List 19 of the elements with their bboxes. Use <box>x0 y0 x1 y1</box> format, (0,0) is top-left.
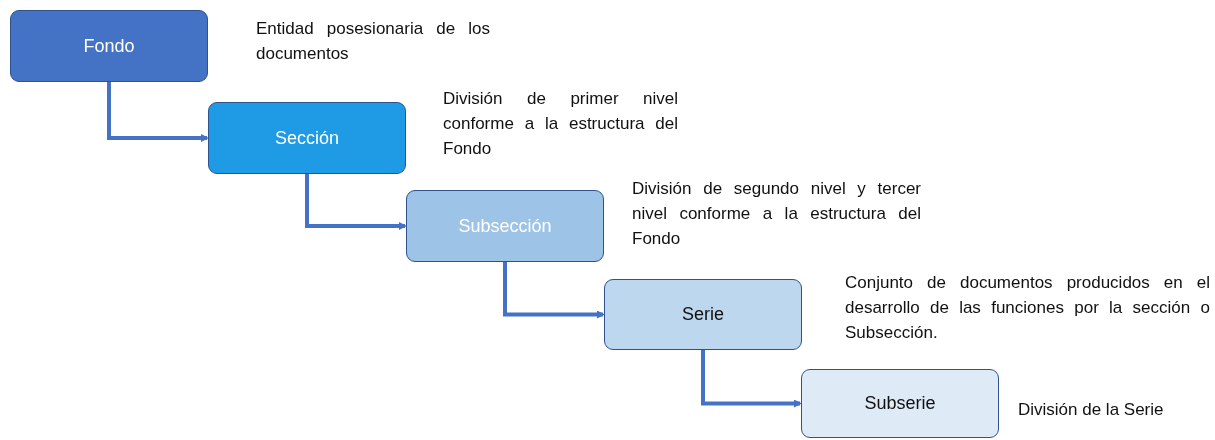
description-text: Entidad posesionaria de los documentos <box>256 18 490 65</box>
box-label: Sección <box>274 127 339 149</box>
arrow <box>107 82 209 142</box>
process-box <box>208 102 406 174</box>
arrow <box>305 174 407 230</box>
process-box <box>406 190 604 262</box>
description-text: Conjunto de documentos producidos en el desarrollo de las funciones por la sección o Subsección. <box>845 272 1210 344</box>
box-label: Fondo <box>83 35 135 57</box>
box-label: Serie <box>682 304 724 325</box>
process-box <box>10 10 208 82</box>
box-label: Subserie <box>864 393 936 414</box>
arrow <box>503 262 605 319</box>
description-text: División de primer nivel conforme a la estructura del Fondo <box>443 88 678 160</box>
process-box <box>801 369 999 438</box>
description-text: División de la Serie <box>1018 399 1165 421</box>
arrow <box>701 350 802 408</box>
box-label: Subsección <box>458 215 552 237</box>
process-box <box>604 279 802 350</box>
description-text: División de segundo nivel y tercer nivel conforme a la estructura del Fondo <box>632 178 921 250</box>
